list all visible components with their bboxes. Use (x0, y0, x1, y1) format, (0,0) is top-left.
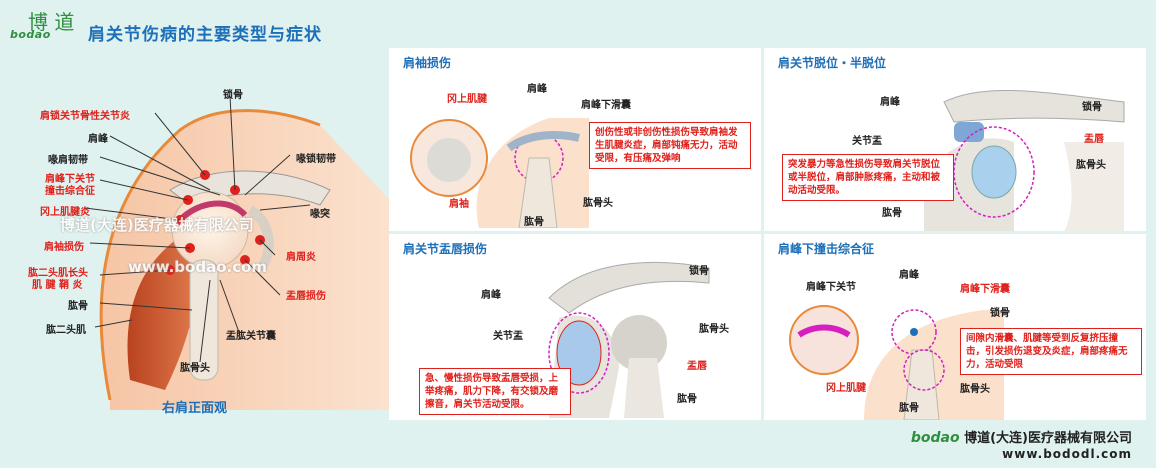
panel-impingement: 肩峰下撞击综合征 肩峰下关节 肩峰 肩峰下滑囊 锁骨 冈上肌腱 肱骨 肱骨头 间… (764, 234, 1146, 420)
label-subacromial-joint: 肩峰下关节 (45, 174, 95, 185)
p4-label-bursa: 肩峰下滑囊 (960, 284, 1010, 295)
p1-label-bursa: 肩峰下滑囊 (581, 100, 631, 111)
p3-note: 急、慢性损伤导致盂唇受损，上举疼痛，肌力下降，有交锁及磨擦音，肩关节活动受限。 (419, 368, 571, 415)
watermark-company: 博道(大连)医疗器械有限公司 (60, 216, 254, 234)
p1-label-cuff: 肩袖 (449, 199, 469, 210)
footer-company: bodao 博道(大连)医疗器械有限公司 (911, 427, 1132, 446)
label-ac-arthritis: 肩锁关节骨性关节炎 (40, 111, 130, 122)
panel-rotator-cuff: 肩袖损伤 冈上肌腱 肩峰 肩峰下滑囊 肩袖 肱骨 肱骨头 创伤性或非创伤性损伤导… (389, 48, 761, 231)
p1-label-humeral-head: 肱骨头 (583, 198, 613, 209)
p4-label-clavicle: 锁骨 (990, 308, 1010, 319)
label-rotator-cuff-injury: 肩袖损伤 (44, 242, 84, 253)
label-clavicle: 锁骨 (223, 90, 243, 101)
p2-note: 突发暴力等急性损伤导致肩关节脱位或半脱位，肩部肿胀疼痛，主动和被动活动受限。 (782, 154, 954, 201)
p3-label-clavicle: 锁骨 (689, 266, 709, 277)
rotator-cuff-illustration (410, 118, 589, 228)
p2-label-humerus: 肱骨 (882, 208, 902, 219)
label-coracoclavicular-ligament: 喙锁韧带 (296, 154, 336, 165)
panel-dislocation: 肩关节脱位・半脱位 肩峰 锁骨 关节盂 盂唇 肱骨头 肱骨 突发暴力等急性损伤导… (764, 48, 1146, 231)
p4-note: 间隙内滑囊、肌腱等受到反复挤压撞击，引发损伤退变及炎症，肩部疼痛无力，活动受限 (960, 328, 1142, 375)
label-glenohumeral-capsule: 盂肱关节囊 (226, 331, 276, 342)
logo-english: bodao (10, 28, 51, 41)
p1-label-acromion: 肩峰 (527, 84, 547, 95)
dislocation-illustration (924, 89, 1125, 231)
main-shoulder-illustration (84, 95, 390, 410)
watermark-url: www.bodao.com (128, 258, 268, 276)
label-acromion: 肩峰 (88, 134, 108, 145)
panel-title-3: 肩关节盂唇损伤 (403, 242, 488, 256)
p3-label-labrum: 盂唇 (687, 361, 707, 372)
label-supraspinatus-tendinitis: 冈上肌腱炎 (40, 207, 90, 218)
p1-note: 创伤性或非创伤性损伤导致肩袖发生肌腱炎症，肩部钝痛无力，活动受限，有压痛及弹响 (589, 122, 751, 169)
p3-label-acromion: 肩峰 (481, 290, 501, 301)
p2-label-glenoid: 关节盂 (852, 136, 882, 147)
p1-label-humerus: 肱骨 (524, 217, 544, 228)
p4-label-acromion: 肩峰 (899, 270, 919, 281)
panel-title: 肩袖损伤 (403, 56, 452, 70)
main-caption: 右肩正面观 (162, 401, 228, 416)
p4-label-humeral-head: 肱骨头 (960, 384, 990, 395)
p2-label-acromion: 肩峰 (880, 97, 900, 108)
p4-label-supraspinatus: 冈上肌腱 (826, 383, 866, 394)
label-coracoid: 喙突 (310, 209, 330, 220)
p4-label-humerus: 肱骨 (899, 403, 919, 414)
p2-label-clavicle: 锁骨 (1082, 102, 1102, 113)
logo-chinese: 博 道 (28, 10, 75, 34)
panel-title-4: 肩峰下撞击综合征 (778, 242, 875, 256)
label-humerus: 肱骨 (68, 301, 88, 312)
p3-label-glenoid: 关节盂 (493, 331, 523, 342)
footer-brand: bodao (910, 430, 960, 446)
label-humeral-head: 肱骨头 (180, 363, 210, 374)
p4-label-subacromial-joint: 肩峰下关节 (806, 282, 856, 293)
page-title: 肩关节伤病的主要类型与症状 (88, 25, 322, 45)
label-tenosynovitis: 肌 腱 鞘 炎 (32, 280, 83, 291)
panel-labrum: 肩关节盂唇损伤 锁骨 肩峰 关节盂 肱骨头 盂唇 肱骨 急、慢性损伤导致盂唇受损… (389, 234, 761, 420)
footer-url: www.bododl.com (1002, 447, 1132, 461)
label-labrum-injury: 盂唇损伤 (286, 291, 326, 302)
p3-label-humeral-head: 肱骨头 (699, 324, 729, 335)
label-frozen-shoulder: 肩周炎 (286, 252, 316, 263)
p2-label-humeral-head: 肱骨头 (1076, 160, 1106, 171)
footer-company-name: 博道(大连)医疗器械有限公司 (964, 431, 1132, 446)
panel-title-2: 肩关节脱位・半脱位 (778, 56, 887, 70)
label-biceps: 肱二头肌 (46, 325, 86, 336)
p3-label-humerus: 肱骨 (677, 394, 697, 405)
p2-label-labrum: 盂唇 (1084, 134, 1104, 145)
p1-label-supraspinatus: 冈上肌腱 (447, 94, 487, 105)
label-biceps-long-head: 肱二头肌长头 (28, 268, 88, 279)
label-coracoacromial-ligament: 喙肩韧带 (48, 155, 88, 166)
label-impingement: 撞击综合征 (45, 186, 95, 197)
